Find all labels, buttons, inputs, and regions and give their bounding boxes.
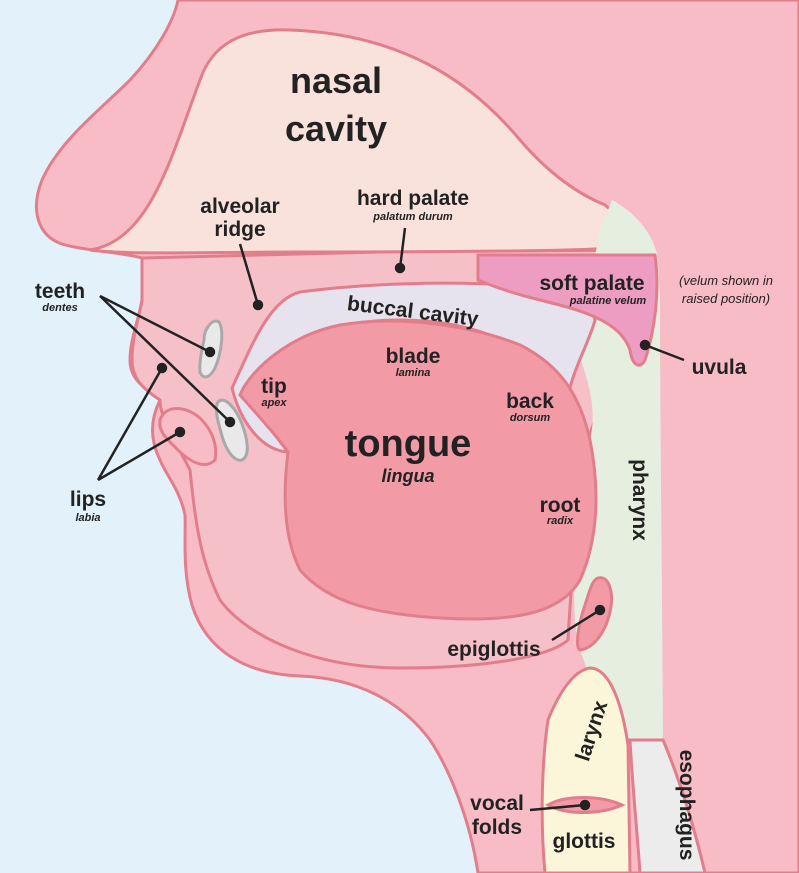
label-velum-note-line2: raised position) — [682, 291, 770, 306]
label-blade: blade — [386, 345, 441, 368]
label-vocal-folds-line2: folds — [472, 816, 522, 839]
label-tongue: tongue — [345, 423, 472, 465]
label-hard-palate-latin: palatum durum — [372, 211, 453, 223]
label-pharynx: pharynx — [628, 459, 651, 541]
lips-upper-pointer-dot — [156, 362, 168, 374]
hard-palate-pointer-dot — [394, 262, 406, 274]
label-back: back — [506, 390, 554, 413]
label-back-latin: dorsum — [510, 412, 551, 424]
lips-lower-pointer — [97, 430, 181, 482]
label-hard-palate: hard palate — [357, 187, 469, 210]
teeth-lower-pointer — [99, 295, 231, 423]
label-root: root — [540, 494, 581, 517]
teeth-upper-pointer-dot — [204, 346, 216, 358]
label-lips: lips — [70, 488, 106, 511]
vocal-folds-pointer — [529, 803, 586, 812]
alveolar-pointer — [238, 243, 260, 306]
uvula-pointer-dot — [639, 339, 651, 351]
uvula-pointer — [644, 343, 685, 362]
label-teeth-latin: dentes — [42, 302, 77, 314]
vocal-folds-pointer-dot — [579, 799, 591, 811]
lips-upper-pointer — [96, 367, 164, 481]
epiglottis-pointer — [551, 608, 601, 642]
label-tip: tip — [261, 375, 287, 398]
label-uvula: uvula — [692, 356, 747, 379]
larynx-region — [540, 666, 632, 873]
label-tip-latin: apex — [261, 397, 287, 409]
label-esophagus: esophagus — [675, 750, 698, 861]
label-alveolar-line1: alveolar — [200, 195, 279, 218]
tongue-shape — [238, 319, 598, 621]
label-epiglottis: epiglottis — [447, 638, 540, 661]
label-soft-palate-latin: palatine velum — [569, 295, 647, 307]
label-teeth: teeth — [35, 280, 85, 303]
label-velum-note-line1: (velum shown in — [679, 273, 773, 288]
label-alveolar-line2: ridge — [214, 218, 265, 241]
label-root-latin: radix — [547, 515, 574, 527]
alveolar-pointer-dot — [252, 299, 264, 311]
esophagus-region — [628, 738, 707, 873]
label-soft-palate: soft palate — [539, 272, 644, 295]
lips-lower-pointer-dot — [174, 426, 186, 438]
label-blade-latin: lamina — [396, 367, 431, 379]
teeth-lower-pointer-dot — [224, 416, 236, 428]
pointer-lines — [96, 227, 685, 812]
lower-lip-shape — [158, 407, 218, 466]
epiglottis-pointer-dot — [594, 604, 606, 616]
label-lips-latin: labia — [75, 512, 100, 524]
teeth-upper-pointer — [99, 294, 211, 354]
label-nasal-line1: nasal — [290, 60, 382, 101]
label-tongue-latin: lingua — [382, 466, 435, 486]
hard-palate-pointer — [398, 227, 407, 269]
label-nasal-line2: cavity — [285, 108, 387, 149]
soft-palate-shape — [476, 253, 659, 367]
label-glottis: glottis — [553, 830, 616, 853]
label-vocal-folds-line1: vocal — [470, 792, 524, 815]
nasal-cavity-region — [89, 28, 654, 255]
